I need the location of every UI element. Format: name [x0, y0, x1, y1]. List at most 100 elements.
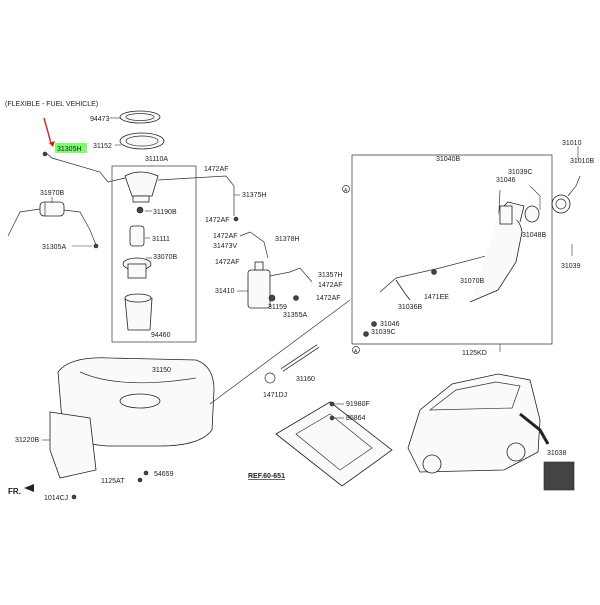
fuel-filter-31970B [39, 201, 65, 217]
part-91980F [329, 401, 335, 407]
hose-31375H [157, 175, 235, 216]
label-1471DJ: 1471DJ [263, 392, 287, 399]
part-85864 [329, 415, 335, 421]
callout-a-top-label: A [344, 188, 348, 194]
tank-ridge [79, 371, 197, 384]
label-31410: 31410 [215, 288, 235, 295]
label-31039: 31039 [561, 263, 581, 270]
seal-ring-94473 [119, 110, 161, 124]
label-31152: 31152 [93, 143, 112, 150]
hose-31160-inner [281, 344, 319, 372]
filler-group-box [352, 154, 553, 345]
filler-neck-31070B [469, 209, 523, 303]
label-31357H: 31357H [318, 272, 343, 279]
clip-31305A [93, 243, 99, 249]
label-31038: 31038 [547, 450, 567, 457]
callout-a-bottom-label: A [354, 349, 358, 355]
cap-tether [567, 175, 581, 197]
part-94460-top [124, 293, 152, 303]
highlight-31305H [55, 143, 87, 153]
car-body [407, 373, 541, 473]
pump-flange-base [132, 195, 150, 203]
fuel-pump-group-box [111, 165, 197, 343]
callout-a-bottom [352, 346, 360, 354]
part-31190B [136, 206, 144, 214]
fuel-line-31305H [44, 151, 126, 183]
hose-31036B [395, 279, 411, 301]
part-33070B-body [127, 263, 147, 279]
clamp-1472AF-b [233, 216, 239, 222]
label-31010B: 31010B [570, 158, 594, 165]
label-33070B: 33070B [153, 254, 177, 261]
heat-shield-31220B [49, 411, 97, 479]
label-31220B: 31220B [15, 437, 39, 444]
clamp-1471DJ [264, 372, 276, 384]
label-1472AF-f: 1472AF [316, 295, 341, 302]
pump-flange [124, 171, 159, 197]
car-wheel-front [422, 454, 442, 474]
clamp-1471EE [431, 269, 437, 275]
label-1472AF-b: 1472AF [205, 217, 230, 224]
label-31159: 31159 [268, 304, 287, 311]
floor-panel-inner [295, 413, 373, 471]
part-image-31038 [543, 461, 575, 491]
front-arrow-icon [24, 484, 34, 492]
label-31305H: 31305H [57, 146, 82, 153]
canister-31410 [247, 269, 271, 309]
label-31473V: 31473V [213, 243, 237, 250]
label-31046-b: 31046 [380, 321, 400, 328]
label-31039C-a: 31039C [508, 169, 533, 176]
floor-panel [275, 401, 393, 487]
label-94473: 94473 [90, 116, 110, 123]
label-31378H: 31378H [275, 236, 300, 243]
label-31036B: 31036B [398, 304, 422, 311]
part-1014CJ [71, 494, 77, 500]
part-54659 [143, 470, 149, 476]
label-31305A: 31305A [42, 244, 66, 251]
label-1472AF-d: 1472AF [215, 259, 240, 266]
label-31375H: 31375H [242, 192, 267, 199]
red-arrow-head [49, 141, 55, 147]
label-54659: 54659 [154, 471, 174, 478]
label-31160: 31160 [296, 376, 315, 383]
part-31046-b [371, 321, 377, 327]
label-1125AT: 1125AT [101, 478, 125, 485]
part-31046-top [499, 205, 513, 225]
label-31970B: 31970B [40, 190, 64, 197]
label-31110A: 31110A [145, 156, 168, 163]
part-31111 [129, 225, 145, 247]
tank-opening [119, 393, 161, 409]
fuel-cap-inner [555, 198, 567, 210]
label-1472AF-e: 1472AF [318, 282, 343, 289]
label-31040B: 31040B [436, 156, 460, 163]
label-31070B: 31070B [460, 278, 484, 285]
lock-ring-inner [125, 135, 159, 147]
lock-ring-31152 [119, 132, 165, 150]
callout-a-top [342, 185, 350, 193]
label-1471EE: 1471EE [424, 294, 449, 301]
label-85864: 85864 [346, 415, 366, 422]
part-31355A [293, 295, 299, 301]
part-31159 [268, 294, 276, 302]
label-31046-a: 31046 [496, 177, 516, 184]
car-wheel-rear [506, 442, 526, 462]
label-31111: 31111 [152, 236, 170, 243]
label-31039C-b: 31039C [371, 329, 396, 336]
seal-ring-inner [125, 113, 155, 121]
lead-31039C-a [529, 185, 541, 210]
label-31150: 31150 [152, 367, 171, 374]
car-pointer-31038 [519, 412, 550, 445]
bolt-1125AT [137, 477, 143, 483]
fitting-31305H [42, 151, 48, 157]
label-1472AF-a: 1472AF [204, 166, 229, 173]
part-31039C-b [363, 331, 369, 337]
part-31048B [524, 205, 540, 223]
label-1014CJ: 1014CJ [44, 495, 68, 502]
label-91980F: 91980F [346, 401, 370, 408]
car-windshield [428, 381, 521, 411]
label-94460: 94460 [151, 332, 171, 339]
ref-label: REF.60-651 [248, 473, 285, 480]
red-arrow [43, 117, 52, 144]
